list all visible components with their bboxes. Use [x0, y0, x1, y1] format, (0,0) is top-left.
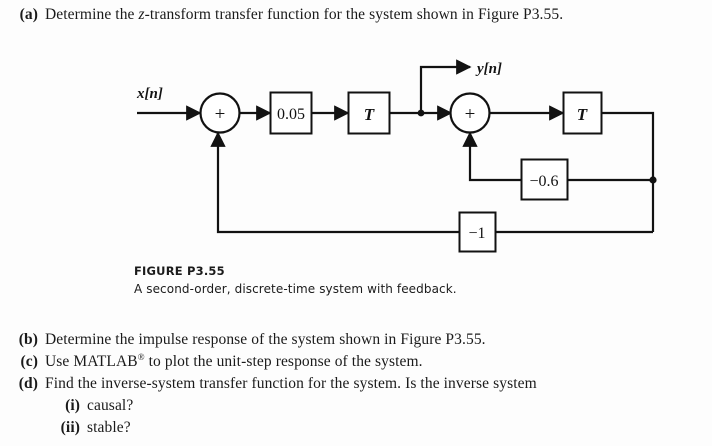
figure-number: FIGURE P3.55: [134, 264, 225, 278]
junction-dot-feedback: [649, 176, 657, 184]
problem-item-a-text: Determine the z-transform transfer funct…: [45, 6, 564, 23]
z-italic: z: [138, 6, 145, 23]
problem-item-d-ii: (ii) stable?: [40, 418, 131, 437]
problem-item-c-text: Use MATLAB® to plot the unit-step respon…: [45, 351, 423, 370]
problem-item-b-tag: (b): [18, 331, 38, 348]
problem-item-d-ii-text: stable?: [87, 419, 131, 436]
problem-item-d: (d) Find the inverse-system transfer fun…: [8, 374, 537, 393]
wire-gain06-to-summer2: [462, 131, 521, 182]
wire-output-branch: [419, 59, 472, 113]
problem-item-b: (b) Determine the impulse response of th…: [8, 330, 486, 349]
problem-item-d-i-text: causal?: [87, 397, 134, 414]
summing-junction-1: [199, 92, 241, 134]
delay-block-1: [347, 91, 391, 135]
delay-block-1-label: T: [364, 105, 375, 124]
problem-item-c: (c) Use MATLAB® to plot the unit-step re…: [8, 352, 423, 371]
output-signal-label: y[n]: [475, 61, 502, 77]
wire-delay2-to-rail: [601, 111, 655, 180]
summing-junction-2: [449, 92, 491, 134]
summing-junction-2-symbol: +: [465, 104, 476, 125]
problem-item-d-tag: (d): [18, 375, 38, 392]
summing-junction-1-symbol: +: [215, 104, 226, 125]
delay-block-2: [562, 91, 603, 135]
problem-item-d-i-tag: (i): [65, 397, 80, 414]
problem-item-c-tag: (c): [20, 353, 38, 370]
problem-item-d-i: (i) causal?: [40, 396, 133, 415]
gain-block-outer-feedback: [458, 211, 497, 253]
gain-block-forward: [269, 91, 313, 135]
gain-block-inner-feedback-label: −0.6: [529, 173, 558, 190]
problem-item-a-tag: (a): [19, 6, 38, 23]
block-diagram: + + 0.05 T T −0.6 −1 x[n] y[n]: [0, 40, 712, 260]
gain-block-forward-label: 0.05: [277, 106, 305, 123]
registered-trademark-icon: ®: [137, 351, 145, 362]
problem-item-d-text: Find the inverse-system transfer functio…: [45, 375, 537, 392]
wire-gain1-to-summer1: [210, 131, 459, 234]
gain-block-inner-feedback: [520, 158, 569, 201]
junction-dot-output: [417, 109, 425, 117]
figure-caption: FIGURE P3.55 A second-order, discrete-ti…: [134, 264, 457, 298]
problem-item-d-ii-tag: (ii): [60, 419, 80, 436]
problem-item-a: (a) Determine the z-transform transfer f…: [8, 5, 563, 24]
gain-block-outer-feedback-label: −1: [468, 225, 485, 242]
delay-block-2-label: T: [577, 105, 588, 124]
input-signal-label: x[n]: [136, 86, 163, 102]
figure-caption-text: A second-order, discrete-time system wit…: [134, 282, 457, 296]
problem-item-b-text: Determine the impulse response of the sy…: [45, 331, 486, 348]
